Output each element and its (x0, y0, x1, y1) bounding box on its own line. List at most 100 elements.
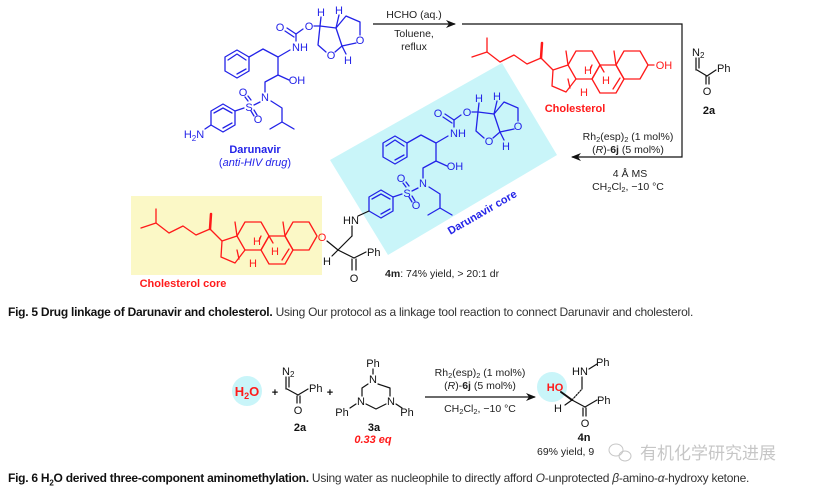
atom-label: H (249, 258, 257, 270)
atom-label: OH (289, 75, 306, 87)
figure-5-caption: Fig. 5 Drug linkage of Darunavir and cho… (8, 305, 693, 319)
catalyst-rh: Rh2(esp)2 (1 mol%) (583, 131, 674, 144)
caption-text: Using Our protocol as a linkage tool rea… (272, 305, 694, 319)
caption-text: Using water as nucleophile to directly a… (308, 471, 750, 485)
triazinane-3a-structure: Ph N N N Ph Ph 3a 0.33 eq (335, 358, 413, 446)
atom-label: H (493, 91, 501, 103)
atom-label: N (357, 396, 365, 408)
watermark: 有机化学研究进展 (608, 443, 776, 463)
atom-label: O (254, 114, 263, 126)
phenyl-label: Ph (597, 395, 610, 407)
linker-structure: O HN H Ph O (318, 210, 380, 285)
atom-label: N (261, 92, 269, 104)
hydroxyl-label: OH (656, 60, 673, 72)
atom-label: O (239, 87, 248, 99)
hydroxyl-label: HO (547, 382, 564, 394)
phenyl-label: Ph (596, 357, 609, 369)
ligand-6j: (R)-6j (5 mol%) (444, 380, 516, 392)
phenyl-label: Ph (400, 407, 413, 419)
phenyl-label: Ph (366, 358, 379, 370)
figure-6-caption: Fig. 6 H2O derived three-component amino… (8, 471, 749, 487)
cholesterol-name: Cholesterol (545, 103, 606, 115)
atom-label: O (434, 108, 443, 120)
atom-label: H (271, 246, 279, 258)
ligand-6j: (R)-6j (5 mol%) (592, 144, 664, 156)
atom-label: H (580, 87, 588, 99)
carbonyl-o: O (581, 418, 590, 430)
atom-label: S (245, 102, 252, 114)
compound-label-2a: 2a (703, 105, 716, 117)
atom-label: H (253, 236, 261, 248)
atom-label: N (387, 396, 395, 408)
atom-label: H (554, 403, 562, 415)
phenyl-label: Ph (717, 63, 730, 75)
phenyl-label: Ph (309, 383, 322, 395)
atom-label: O (397, 173, 406, 185)
cholesterol-core-structure: H H H (140, 208, 318, 270)
product-4m-result: 4m: 74% yield, > 20:1 dr (385, 268, 500, 280)
condition-reflux: reflux (401, 41, 427, 53)
darunavir-structure: O O NH OH N S O O O O H H H H2N (184, 5, 365, 143)
atom-label: N (369, 374, 377, 386)
atom-label: O (356, 35, 365, 47)
atom-label: H (502, 141, 510, 153)
darunavir-subtitle: (anti-HIV drug) (219, 157, 291, 169)
hydroxyl-highlight (537, 372, 567, 402)
darunavir-core-highlight (330, 63, 557, 255)
amine-label: H2N (184, 129, 204, 143)
solvent-toluene: Toluene, (394, 28, 434, 40)
atom-label: O (463, 107, 472, 119)
product-4n-structure: HO HN Ph H Ph O 4n 69% yield, 9 (537, 357, 610, 458)
cholesterol-core-label: Cholesterol core (140, 278, 227, 290)
atom-label: H (317, 7, 325, 19)
atom-label: S (403, 188, 410, 200)
caption-title: Fig. 6 H2O derived three-component amino… (8, 471, 309, 488)
wechat-icon (608, 443, 632, 462)
plus-sign: + (272, 387, 278, 399)
atom-label: O (305, 21, 314, 33)
atom-label: O (276, 22, 285, 34)
diazo-n2: N2 (282, 366, 295, 379)
watermark-text: 有机化学研究进展 (640, 444, 776, 463)
amine-label: HN (572, 366, 588, 378)
compound-label-2a: 2a (294, 422, 307, 434)
atom-label: H (344, 55, 352, 67)
linker-carbonyl-o: O (350, 273, 359, 285)
atom-label: H (475, 93, 483, 105)
darunavir-core-structure: O O NH OH N S O O O O H H H (368, 91, 523, 219)
atom-label: H (335, 5, 343, 17)
reagent-hcho: HCHO (aq.) (386, 9, 441, 21)
atom-label: N (419, 178, 427, 190)
atom-label: O (412, 200, 421, 212)
cholesterol-core-highlight (131, 196, 322, 275)
atom-label: NH (292, 42, 308, 54)
diazo-2a-structure-fig6: N2 Ph O 2a (282, 366, 322, 434)
linker-hn: HN (343, 215, 359, 227)
diazo-2a-structure: N2 Ph O 2a (692, 47, 730, 117)
product-4n-result: 69% yield, 9 (537, 446, 594, 458)
solvent-temp: CH2Cl2, −10 °C (592, 181, 664, 194)
plus-sign: + (327, 387, 333, 399)
atom-label: H (602, 75, 610, 87)
linker-ph: Ph (367, 247, 380, 259)
reaction-arrow-2 (462, 23, 683, 161)
phenyl-label: Ph (335, 407, 348, 419)
atom-label: OH (447, 161, 464, 173)
water-label: H2O (235, 384, 260, 401)
linker-h: H (323, 256, 331, 268)
darunavir-name: Darunavir (229, 144, 281, 156)
atom-label: NH (450, 128, 466, 140)
solvent-temp: CH2Cl2, −10 °C (444, 403, 516, 416)
ether-o: O (318, 232, 327, 244)
atom-label: O (327, 50, 336, 62)
equivalents-label: 0.33 eq (354, 434, 392, 446)
catalyst-rh: Rh2(esp)2 (1 mol%) (435, 367, 526, 380)
compound-label-4n: 4n (578, 432, 591, 444)
caption-title: Fig. 5 Drug linkage of Darunavir and cho… (8, 305, 273, 319)
carbonyl-o: O (703, 86, 712, 98)
water-highlight (232, 376, 262, 406)
diazo-n2: N2 (692, 47, 705, 60)
carbonyl-o: O (294, 405, 303, 417)
